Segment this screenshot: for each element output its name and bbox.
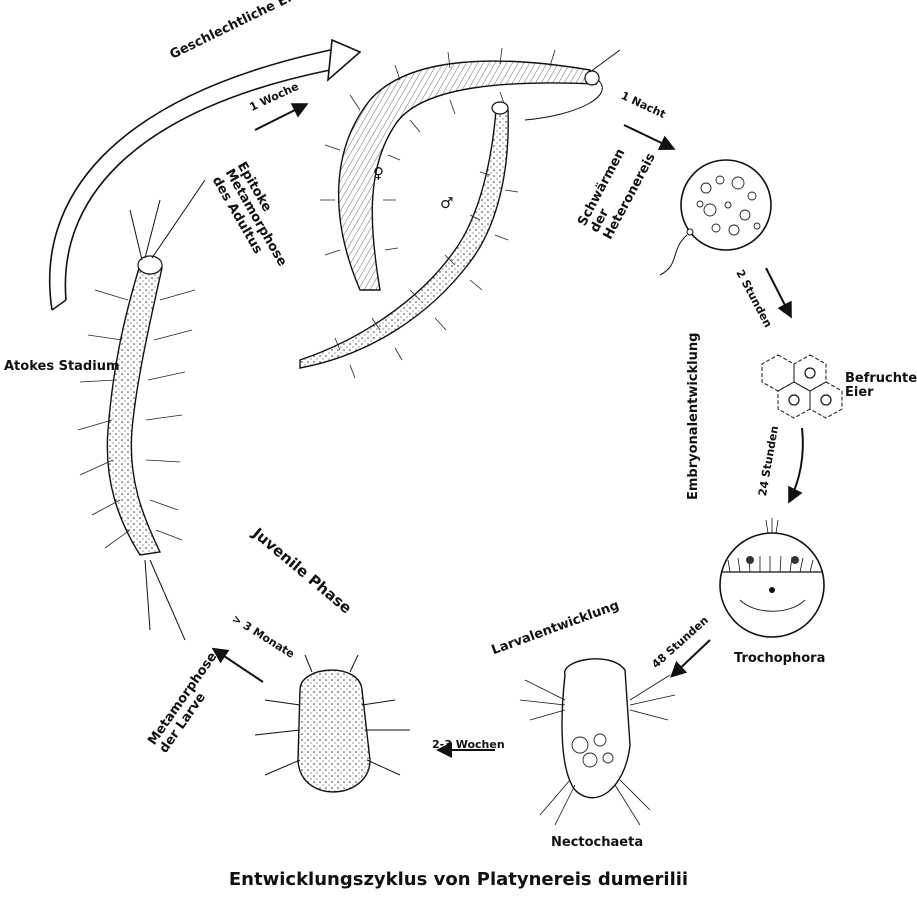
fertilized-eggs-illustration [762,355,842,418]
sexual-development-arc-arrow [50,40,360,310]
embryonic-development-label: Embryonalentwicklung [687,333,701,500]
fertilized-eggs-label: Befruchtete Eier [845,372,915,401]
atoke-stage-label: Atokes Stadium [4,360,120,374]
egg-illustration [660,160,771,275]
trochophora-label: Trochophora [734,652,825,666]
trochophora-illustration [720,518,824,637]
nectochaeta-illustration [520,659,675,825]
male-symbol: ♂ [440,195,453,212]
nectochaeta-label: Nectochaeta [551,836,643,850]
atoke-worm-illustration [78,180,205,640]
duration-two-three-weeks: 2-3 Wochen [432,739,505,751]
female-symbol: ♀ [373,165,384,182]
juvenile-worm-illustration [255,655,410,792]
male-epitoke-illustration [300,102,518,378]
figure-title: Entwicklungszyklus von Platynereis dumer… [0,870,917,890]
